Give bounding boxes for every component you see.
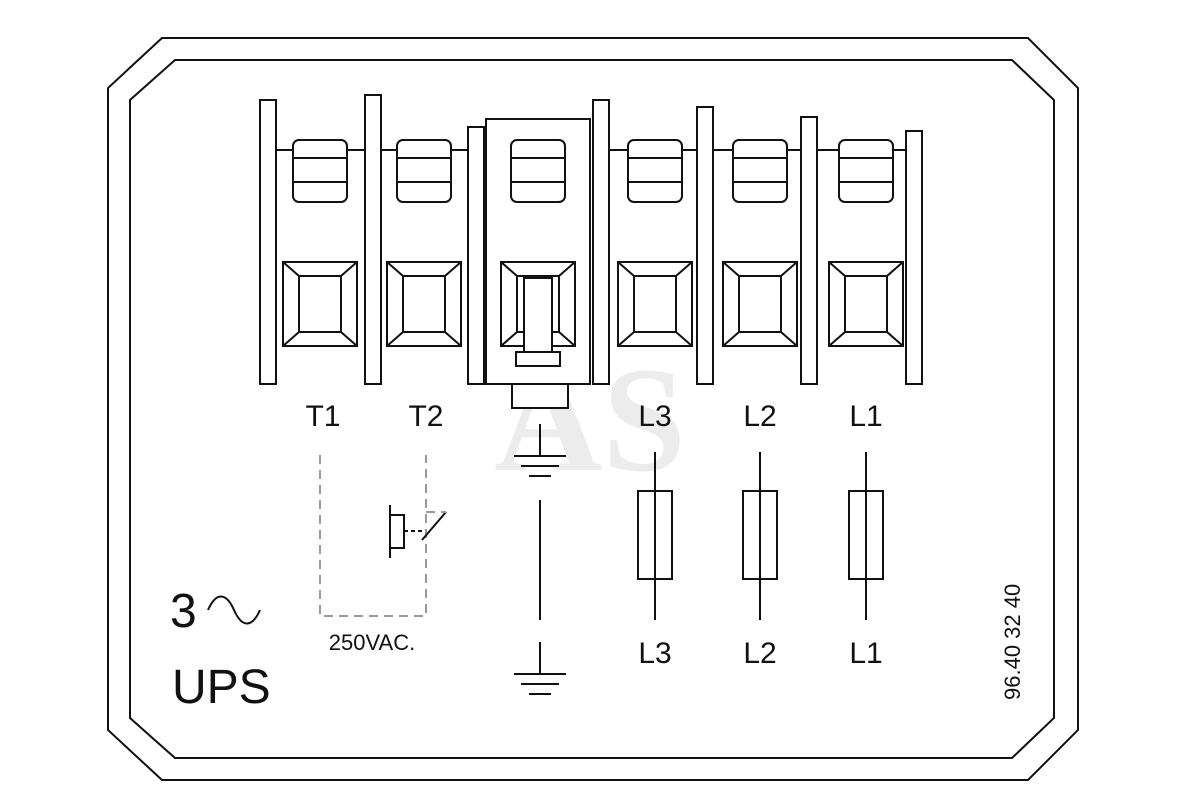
line-label-l3: L3 <box>638 637 671 670</box>
separator <box>467 126 485 385</box>
fuse-icon <box>742 452 778 620</box>
terminal-screw <box>386 139 462 347</box>
inner-frame <box>129 59 1055 759</box>
fuse-icon <box>637 452 673 620</box>
separator <box>905 130 923 385</box>
line-label-l2: L2 <box>743 637 776 670</box>
ground-icon <box>514 642 566 695</box>
separator <box>592 99 610 385</box>
phase-fuses <box>637 452 884 620</box>
model-label: UPS <box>172 661 271 714</box>
terminal-block <box>259 94 923 409</box>
ground-terminal-tab <box>511 383 569 409</box>
terminal-screw <box>828 139 904 347</box>
terminal-label-l3: L3 <box>638 400 671 433</box>
phase-count-label: 3 <box>170 585 197 638</box>
ground-icon <box>514 424 566 477</box>
terminal-screw <box>722 139 798 347</box>
terminal-screw <box>500 139 576 367</box>
part-number: 96.40 32 40 <box>1000 584 1025 700</box>
separator <box>259 99 277 385</box>
line-label-l1: L1 <box>849 637 882 670</box>
terminal-label-t1: T1 <box>305 400 340 433</box>
separator <box>696 106 714 385</box>
terminal-screw <box>282 139 358 347</box>
terminal-screw <box>617 139 693 347</box>
terminal-label-t2: T2 <box>408 400 443 433</box>
terminal-clamps <box>282 139 904 367</box>
fuse-icon <box>848 452 884 620</box>
outer-frame <box>107 37 1079 781</box>
thermal-voltage-label: 250VAC. <box>329 630 415 655</box>
separator <box>364 94 382 385</box>
thermal-switch <box>319 455 447 617</box>
terminal-label-l2: L2 <box>743 400 776 433</box>
terminal-label-l1: L1 <box>849 400 882 433</box>
sine-wave-icon <box>207 595 261 625</box>
separator <box>800 116 818 385</box>
